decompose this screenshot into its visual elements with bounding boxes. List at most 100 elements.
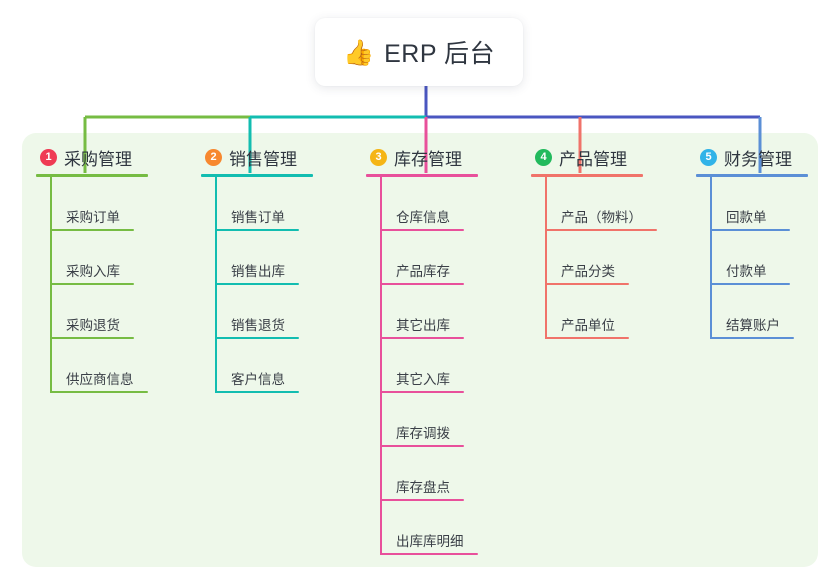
- leaf-node-underline: [710, 283, 790, 285]
- leaf-node[interactable]: 结算账户: [710, 285, 808, 339]
- leaf-node-label: 客户信息: [231, 371, 285, 387]
- leaf-node-underline: [380, 391, 464, 393]
- leaf-node[interactable]: 回款单: [710, 177, 808, 231]
- branch-header-1[interactable]: 1 采购管理: [36, 145, 148, 169]
- leaf-node-label: 库存调拨: [396, 425, 450, 441]
- branch-title: 采购管理: [64, 149, 132, 169]
- branch-column-2: 2 销售管理销售订单销售出库销售退货客户信息: [201, 145, 313, 393]
- branch-leaf-list: 采购订单采购入库采购退货供应商信息: [36, 177, 148, 393]
- leaf-node-underline: [710, 229, 790, 231]
- leaf-node-label: 产品分类: [561, 263, 615, 279]
- leaf-node-label: 回款单: [726, 209, 767, 225]
- branch-index-badge: 5: [700, 148, 717, 166]
- leaf-node-label: 采购入库: [66, 263, 120, 279]
- leaf-node[interactable]: 供应商信息: [50, 339, 148, 393]
- leaf-node-underline: [380, 499, 464, 501]
- leaf-node-underline: [545, 229, 657, 231]
- leaf-node[interactable]: 产品单位: [545, 285, 643, 339]
- branch-leaf-list: 产品（物料） 产品分类产品单位: [531, 177, 657, 339]
- leaf-node[interactable]: 仓库信息: [380, 177, 478, 231]
- leaf-node-underline: [215, 283, 299, 285]
- leaf-node[interactable]: 库存调拨: [380, 393, 478, 447]
- leaf-node[interactable]: 产品（物料）: [545, 177, 657, 231]
- thumbs-up-icon: 👍: [342, 37, 375, 67]
- leaf-node-label: 其它入库: [396, 371, 450, 387]
- leaf-node-label: 结算账户: [726, 317, 780, 333]
- leaf-node-underline: [50, 283, 134, 285]
- leaf-node[interactable]: 采购订单: [50, 177, 148, 231]
- branch-underline: [201, 174, 313, 177]
- branch-title: 产品管理: [559, 149, 627, 169]
- branch-column-5: 5 财务管理回款单付款单结算账户: [696, 145, 808, 339]
- leaf-node[interactable]: 产品库存: [380, 231, 478, 285]
- leaf-node-underline: [380, 445, 464, 447]
- leaf-node-underline: [545, 337, 629, 339]
- branch-header-5[interactable]: 5 财务管理: [696, 145, 808, 169]
- leaf-node-label: 其它出库: [396, 317, 450, 333]
- leaf-node-underline: [50, 229, 134, 231]
- branch-header-2[interactable]: 2 销售管理: [201, 145, 313, 169]
- branch-underline: [531, 174, 643, 177]
- branch-column-4: 4 产品管理产品（物料） 产品分类产品单位: [531, 145, 657, 339]
- leaf-node[interactable]: 产品分类: [545, 231, 643, 285]
- root-node-title: ERP 后台: [384, 40, 496, 68]
- leaf-node[interactable]: 其它入库: [380, 339, 478, 393]
- leaf-node-underline: [215, 229, 299, 231]
- branch-title: 财务管理: [724, 149, 792, 169]
- leaf-node-label: 销售出库: [231, 263, 285, 279]
- branch-index-badge: 3: [370, 148, 387, 166]
- branch-index-badge: 4: [535, 148, 552, 166]
- leaf-node[interactable]: 销售退货: [215, 285, 313, 339]
- leaf-node[interactable]: 销售出库: [215, 231, 313, 285]
- leaf-node[interactable]: 客户信息: [215, 339, 313, 393]
- branch-underline: [696, 174, 808, 177]
- leaf-node-underline: [380, 553, 478, 555]
- leaf-node-label: 付款单: [726, 263, 767, 279]
- branch-header-4[interactable]: 4 产品管理: [531, 145, 643, 169]
- mindmap-canvas-panel: [22, 133, 818, 567]
- branch-title: 库存管理: [394, 149, 462, 169]
- branch-leaf-list: 仓库信息产品库存其它出库其它入库库存调拨库存盘点出库库明细: [366, 177, 478, 555]
- leaf-node-label: 销售订单: [231, 209, 285, 225]
- branch-header-3[interactable]: 3 库存管理: [366, 145, 478, 169]
- branch-column-3: 3 库存管理仓库信息产品库存其它出库其它入库库存调拨库存盘点出库库明细: [366, 145, 478, 555]
- leaf-node-underline: [710, 337, 794, 339]
- leaf-node[interactable]: 其它出库: [380, 285, 478, 339]
- leaf-node-underline: [215, 391, 299, 393]
- leaf-node-label: 产品库存: [396, 263, 450, 279]
- branch-leaf-list: 回款单付款单结算账户: [696, 177, 808, 339]
- root-node-card[interactable]: 👍 ERP 后台: [315, 18, 523, 86]
- leaf-node[interactable]: 销售订单: [215, 177, 313, 231]
- leaf-node-label: 采购退货: [66, 317, 120, 333]
- branch-underline: [366, 174, 478, 177]
- leaf-node-underline: [50, 391, 148, 393]
- leaf-node-label: 采购订单: [66, 209, 120, 225]
- branch-index-badge: 1: [40, 148, 57, 166]
- branch-spine: [50, 177, 52, 393]
- leaf-node-underline: [380, 337, 464, 339]
- leaf-node-label: 供应商信息: [66, 371, 134, 387]
- leaf-node-label: 销售退货: [231, 317, 285, 333]
- branch-spine: [710, 177, 712, 339]
- branch-leaf-list: 销售订单销售出库销售退货客户信息: [201, 177, 313, 393]
- leaf-node[interactable]: 出库库明细: [380, 501, 478, 555]
- leaf-node-label: 库存盘点: [396, 479, 450, 495]
- leaf-node-underline: [215, 337, 299, 339]
- branch-underline: [36, 174, 148, 177]
- leaf-node[interactable]: 付款单: [710, 231, 808, 285]
- leaf-node-label: 仓库信息: [396, 209, 450, 225]
- leaf-node-label: 出库库明细: [396, 533, 464, 549]
- branch-index-badge: 2: [205, 148, 222, 166]
- leaf-node-underline: [380, 283, 464, 285]
- branch-spine: [545, 177, 547, 339]
- leaf-node-label: 产品（物料）: [561, 209, 642, 225]
- branch-spine: [380, 177, 382, 555]
- leaf-node[interactable]: 采购入库: [50, 231, 148, 285]
- leaf-node-underline: [380, 229, 464, 231]
- branch-title: 销售管理: [229, 149, 297, 169]
- leaf-node-label: 产品单位: [561, 317, 615, 333]
- leaf-node[interactable]: 库存盘点: [380, 447, 478, 501]
- leaf-node[interactable]: 采购退货: [50, 285, 148, 339]
- branch-spine: [215, 177, 217, 393]
